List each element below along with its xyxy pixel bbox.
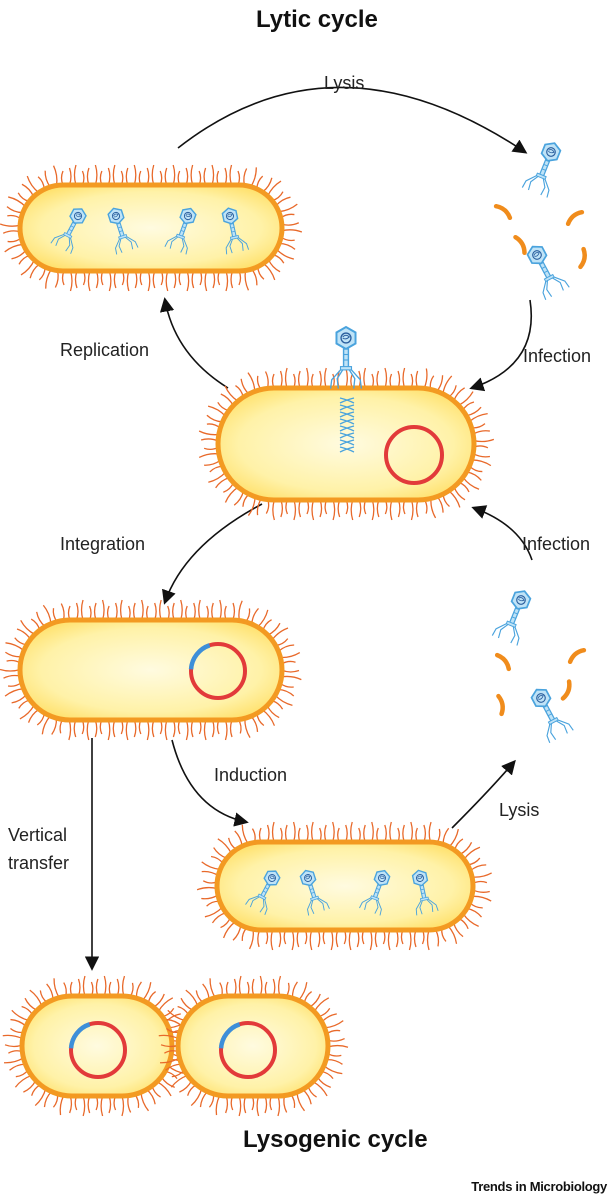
phage-rep-2 xyxy=(107,207,139,255)
arrow-infection-top xyxy=(469,299,532,392)
prophage-segment xyxy=(218,1022,241,1049)
bacterium-icon xyxy=(215,385,477,503)
plasmid-infected xyxy=(384,425,444,485)
phage-dna-helix-icon xyxy=(339,397,355,453)
cell-daughter-right xyxy=(158,975,349,1117)
phages xyxy=(50,142,587,916)
fragment-3 xyxy=(513,234,527,256)
arrow-induction xyxy=(171,739,249,827)
prophage-segment xyxy=(188,643,211,670)
label-replication: Replication xyxy=(60,340,150,360)
label-transfer: transfer xyxy=(8,853,70,873)
fragment-7 xyxy=(496,693,505,717)
plasmid-daughter-right xyxy=(218,1021,277,1079)
phage-ind-1 xyxy=(245,870,281,915)
fragment-1 xyxy=(493,203,513,221)
arrows xyxy=(84,86,533,971)
cell-infected xyxy=(198,367,495,521)
phage-infecting xyxy=(329,325,363,389)
cell-lysogen xyxy=(0,599,302,741)
lytic-cycle-title: Lytic cycle xyxy=(256,6,378,33)
label-infection-top: Infection xyxy=(523,346,592,366)
phage-released-1 xyxy=(521,142,562,198)
label-lysis-top: Lysis xyxy=(324,73,365,93)
bacterium-icon xyxy=(17,182,285,274)
cells xyxy=(0,164,495,1117)
phage-released-2 xyxy=(526,245,570,301)
fragment-2 xyxy=(565,209,585,227)
plasmid-daughter-left xyxy=(68,1021,127,1079)
phage-rep-3 xyxy=(164,207,197,255)
bacterium-icon xyxy=(19,993,175,1099)
journal-logo: Trends in Microbiology xyxy=(471,1179,607,1194)
bacterium-icon xyxy=(17,617,285,723)
label-vertical: Vertical xyxy=(8,825,68,845)
bacterium-icon xyxy=(214,839,476,933)
phage-ind-4 xyxy=(411,869,439,916)
arrow-integration xyxy=(162,503,263,605)
label-induction: Induction xyxy=(214,765,288,785)
fragment-5 xyxy=(494,652,512,672)
phage-released-3 xyxy=(491,590,532,646)
arrow-lysis-top xyxy=(177,86,528,154)
plasmid-lysogen xyxy=(188,642,247,700)
bacterium-icon xyxy=(175,993,331,1099)
arrow-replication xyxy=(159,297,229,389)
phage-ind-3 xyxy=(359,869,391,916)
fragment-4 xyxy=(578,246,587,270)
phage-ind-2 xyxy=(299,869,330,916)
fragment-6 xyxy=(567,647,587,665)
label-integration: Integration xyxy=(60,534,146,554)
phage-released-4 xyxy=(530,688,574,744)
lysogenic-cycle-title: Lysogenic cycle xyxy=(243,1126,428,1153)
label-lysis-bottom: Lysis xyxy=(499,800,540,820)
fragment-8 xyxy=(560,679,572,701)
cell-induced xyxy=(196,821,492,951)
prophage-segment xyxy=(68,1022,91,1049)
arrow-infection-right xyxy=(471,505,533,561)
phage-rep-1 xyxy=(50,208,87,254)
cell-replication xyxy=(0,164,303,292)
arrow-lysis-bottom xyxy=(451,759,516,829)
label-infection-right: Infection xyxy=(522,534,591,554)
phage-rep-4 xyxy=(221,207,250,255)
